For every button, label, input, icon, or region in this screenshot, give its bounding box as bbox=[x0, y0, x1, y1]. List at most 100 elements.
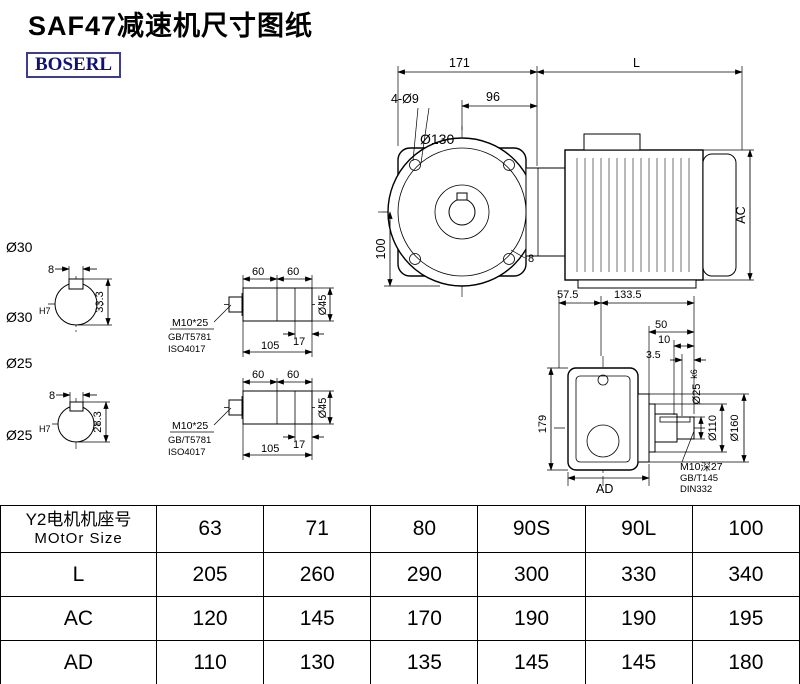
dim-105: 105 bbox=[261, 443, 279, 455]
section-dia-label: Ø25 bbox=[6, 355, 33, 371]
fit-tolerance: H7 bbox=[39, 306, 51, 316]
dim-AD: AD bbox=[596, 482, 613, 496]
bolt-standard-2: ISO4017 bbox=[168, 344, 206, 355]
dim-10: 10 bbox=[658, 334, 670, 346]
dim-seg1: 60 bbox=[252, 369, 264, 381]
bolt-hole bbox=[503, 159, 515, 171]
technical-drawing: 171 L 96 4-Ø9 Ø130 100 AC 8 Ø30 bbox=[6, 56, 754, 496]
bolt-standard-2: ISO4017 bbox=[168, 447, 206, 458]
dim-keyway-width: 8 bbox=[49, 390, 55, 402]
tap-standard-2: DIN332 bbox=[680, 484, 712, 495]
table-row: L 205 260 290 300 330 340 bbox=[0, 552, 800, 597]
dim-171: 171 bbox=[449, 56, 470, 70]
keyway-slot bbox=[69, 401, 84, 412]
table-cell: 195 bbox=[691, 596, 800, 641]
dim-105: 105 bbox=[261, 340, 279, 352]
table-cell: 145 bbox=[584, 640, 693, 684]
fit-tolerance: H7 bbox=[39, 424, 51, 434]
output-flange bbox=[637, 393, 650, 463]
dim-100: 100 bbox=[374, 239, 388, 260]
table-cell: 120 bbox=[155, 596, 265, 641]
bolt-hole bbox=[409, 253, 421, 265]
shaft-detail-bottom: 60 60 17 105 Ø45 M10*25 GB/T5781 ISO4017 bbox=[168, 369, 334, 460]
bolt-hole bbox=[409, 159, 421, 171]
shaft-detail-top: 60 60 17 105 Ø45 M10*25 GB/T5781 ISO4017 bbox=[168, 266, 334, 357]
bolt-callout: M10*25 bbox=[172, 420, 208, 432]
front-view bbox=[378, 126, 548, 298]
adapter-housing bbox=[525, 167, 566, 257]
dim-50: 50 bbox=[655, 319, 667, 331]
dim-dia-110: Ø110 bbox=[707, 415, 719, 441]
bore-section-30: Ø30 8 33.3 Ø30 H7 bbox=[6, 239, 112, 332]
shaft-body bbox=[242, 287, 313, 322]
fit-label: Ø30 bbox=[6, 309, 33, 325]
motor-size-label-cn: Y2电机机座号 bbox=[25, 510, 132, 529]
front-view-dimensions: 171 L 96 4-Ø9 Ø130 100 AC 8 bbox=[374, 56, 754, 287]
motor-body bbox=[564, 149, 704, 281]
dim-17: 17 bbox=[293, 439, 305, 451]
terminal-box bbox=[583, 133, 641, 151]
shaft-bore bbox=[448, 198, 476, 226]
shaft-step bbox=[654, 413, 678, 443]
bolt-head bbox=[228, 399, 243, 416]
table-col-header: 90L bbox=[584, 505, 693, 553]
tap-standard-1: GB/T145 bbox=[680, 473, 718, 484]
table-cell: 180 bbox=[691, 640, 800, 684]
table-header-motor-size: Y2电机机座号 MOtOr Size bbox=[0, 505, 157, 553]
table-row-label: AD bbox=[0, 640, 157, 684]
housing-boss bbox=[586, 424, 620, 458]
fit-label: Ø25 bbox=[6, 427, 33, 443]
dim-133-5: 133.5 bbox=[614, 289, 642, 301]
gear-housing bbox=[567, 367, 639, 471]
table-cell: 170 bbox=[370, 596, 479, 641]
table-cell: 190 bbox=[477, 596, 586, 641]
shaft-body bbox=[242, 390, 313, 425]
dim-flange-dia: Ø130 bbox=[420, 131, 454, 147]
dim-AC: AC bbox=[734, 206, 748, 223]
table-col-header: 63 bbox=[155, 505, 265, 553]
table-cell: 330 bbox=[584, 552, 693, 597]
table-cell: 290 bbox=[370, 552, 479, 597]
page-title: SAF47减速机尺寸图纸 bbox=[28, 11, 314, 41]
bolt-standard-1: GB/T5781 bbox=[168, 332, 211, 343]
flange-spigot bbox=[648, 403, 656, 453]
dim-dia-160: Ø160 bbox=[729, 415, 741, 442]
table-cell: 145 bbox=[263, 596, 372, 641]
brand-logo: BOSERL bbox=[26, 52, 122, 78]
bolt-callout: M10*25 bbox=[172, 317, 208, 329]
dim-L: L bbox=[633, 56, 640, 70]
motor-size-label-en: MOtOr Size bbox=[34, 530, 123, 548]
table-col-header: 80 bbox=[370, 505, 479, 553]
dim-keyway-width: 8 bbox=[48, 264, 54, 276]
dim-keyway-height: 33.3 bbox=[94, 291, 106, 312]
keyway-slot bbox=[68, 278, 84, 290]
table-col-header: 71 bbox=[263, 505, 372, 553]
dim-key-8: 8 bbox=[528, 253, 534, 265]
dim-17: 17 bbox=[293, 336, 305, 348]
plug-hole bbox=[597, 374, 609, 386]
tap-callout: M10深27 bbox=[680, 461, 723, 473]
table-cell: 190 bbox=[584, 596, 693, 641]
table-cell: 340 bbox=[691, 552, 800, 597]
section-dia-label: Ø30 bbox=[6, 239, 33, 255]
table-row-label: AC bbox=[0, 596, 157, 641]
dim-keyway-height: 28.3 bbox=[92, 411, 104, 432]
side-view: 57.5 133.5 50 10 3.5 Ø25 k6 Ø110 Ø160 bbox=[537, 289, 749, 496]
table-cell: 130 bbox=[263, 640, 372, 684]
holes-callout: 4-Ø9 bbox=[391, 92, 419, 106]
table-cell: 205 bbox=[155, 552, 265, 597]
bolt-standard-1: GB/T5781 bbox=[168, 435, 211, 446]
table-cell: 260 bbox=[263, 552, 372, 597]
table-row: AC 120 145 170 190 190 195 bbox=[0, 596, 800, 641]
table-row-label: L bbox=[0, 552, 157, 597]
bolt-head bbox=[228, 296, 243, 313]
dim-dia-45: Ø45 bbox=[317, 398, 329, 419]
table-cell: 110 bbox=[155, 640, 265, 684]
output-shaft bbox=[676, 416, 695, 440]
dim-96: 96 bbox=[486, 90, 500, 104]
bore-keyway bbox=[456, 192, 468, 201]
shaft-keyway bbox=[659, 416, 691, 423]
dim-3-5: 3.5 bbox=[646, 349, 661, 361]
dim-dia-45: Ø45 bbox=[317, 295, 329, 316]
